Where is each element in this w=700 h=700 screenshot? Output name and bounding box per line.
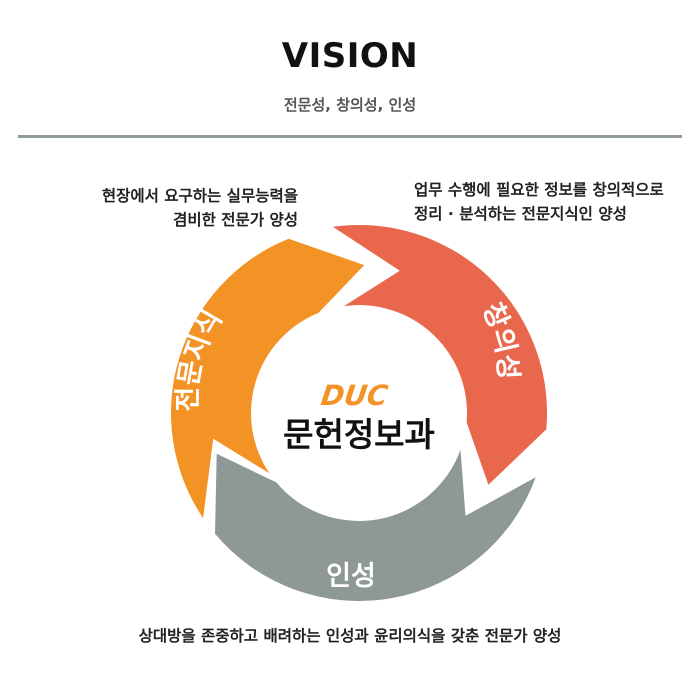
page-title: VISION [281,36,419,76]
department-name: 문헌정보과 [283,415,435,454]
segment-creativity [332,224,548,485]
page-subtitle: 전문성, 창의성, 인성 [283,96,417,114]
description-creativity: 업무 수행에 필요한 정보를 창의적으로 정리 · 분석하는 전문지식인 양성 [414,178,664,226]
description-line: 업무 수행에 필요한 정보를 창의적으로 [414,181,664,199]
description-character: 상대방을 존중하고 배려하는 인성과 윤리의식을 갖춘 전문가 양성 [0,624,700,648]
segment-character [215,449,536,601]
segment-label-character: 인성 [326,561,376,592]
description-expertise: 현장에서 요구하는 실무능력을 겸비한 전문가 양성 [102,184,298,232]
segment-expertise [170,238,365,519]
description-line: 상대방을 존중하고 배려하는 인성과 윤리의식을 갖춘 전문가 양성 [138,627,562,645]
description-line: 겸비한 전문가 양성 [173,211,298,229]
description-line: 현장에서 요구하는 실무능력을 [101,187,298,205]
logo-text: DUC [319,379,390,412]
description-line: 정리 · 분석하는 전문지식인 양성 [414,205,627,223]
divider [18,135,682,138]
